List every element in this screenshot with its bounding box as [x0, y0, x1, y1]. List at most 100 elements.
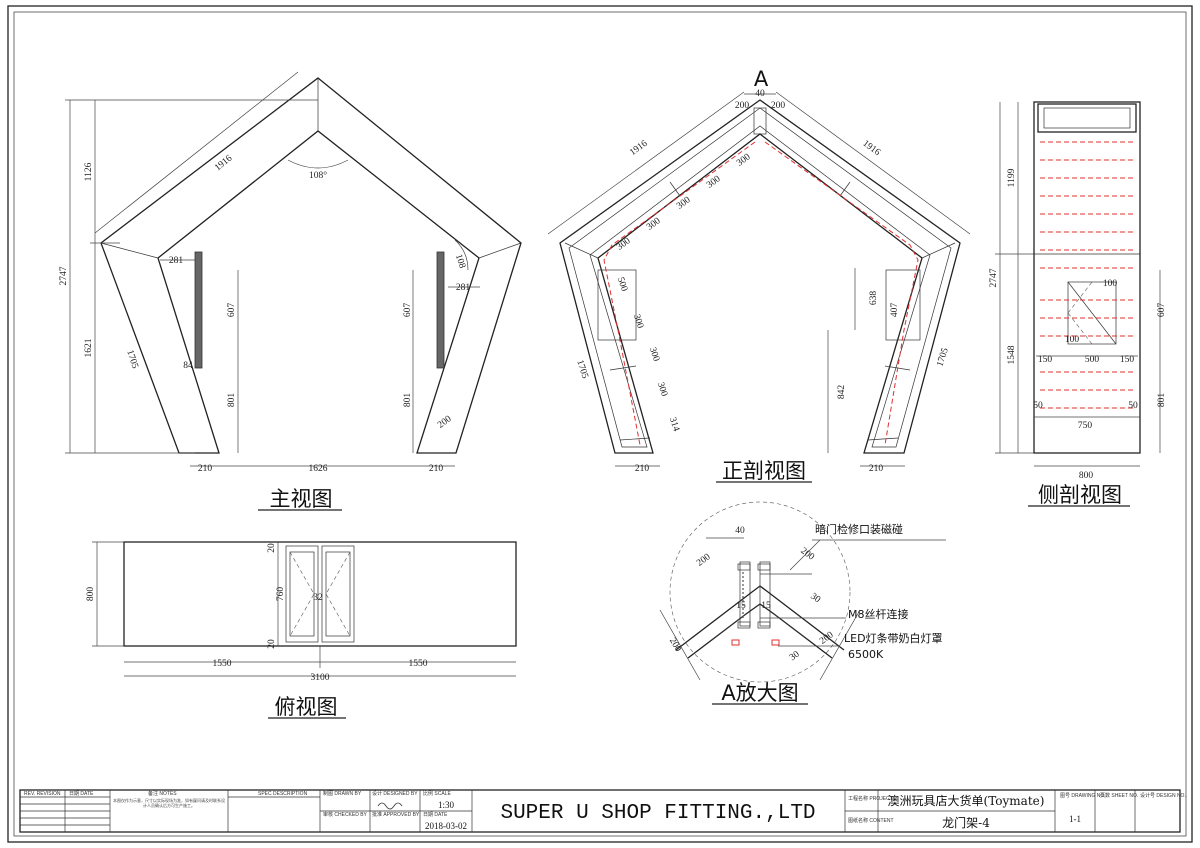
dim-sec-arm-left: 1916 [628, 139, 649, 158]
dim-front-w-rt: 108 [453, 253, 467, 270]
tb-date-label: 日期 DATE [69, 791, 94, 797]
tb-notes-label: 备注 NOTES [148, 790, 177, 797]
dim-detail-200-tl: 200 [695, 552, 713, 569]
dim-front-inner: 1626 [309, 464, 328, 474]
dim-front-w-cut: 200 [436, 414, 454, 431]
dim-top-half-right: 1550 [409, 659, 428, 669]
dim-side-h801: 801 [1157, 393, 1167, 408]
dim-side-box-top: 100 [1103, 279, 1118, 289]
dim-front-w-small: 84 [183, 361, 193, 371]
dim-top-m20-top: 20 [267, 543, 277, 553]
dim-front-lower-h: 1621 [84, 338, 94, 357]
dim-detail-200-bl: 200 [667, 636, 683, 654]
tb-spec-label: SPEC DESCRIPTION [258, 791, 308, 797]
dim-front-bar-h-right: 607 [403, 303, 413, 318]
dim-side-total: 2747 [989, 268, 999, 287]
tb-scale-label: 比例 SCALE [423, 790, 451, 797]
company-name: SUPER U SHOP FITTING.,LTD [500, 802, 815, 825]
detail-a-view: 40 200 200 30 15 15 200 200 30 暗门检修口装磁碰 … [659, 501, 946, 683]
dim-sec-seg-2: 300 [645, 216, 663, 233]
view-title-detail: A放大图 [721, 681, 798, 705]
tb-checked-label: 审核 CHECKED BY [323, 811, 368, 818]
dim-front-bar-h-left: 607 [227, 303, 237, 318]
tb-design-label: 设计号 DESIGN NO. [1140, 792, 1186, 799]
dim-sec-500: 500 [615, 276, 629, 293]
dim-sec-seg-7: 300 [647, 346, 661, 363]
tb-dwg-value: 1-1 [1069, 814, 1081, 824]
dim-top-m20-bot: 20 [267, 639, 277, 649]
dim-side-lower: 1548 [1007, 345, 1017, 364]
view-title-side: 侧剖视图 [1038, 483, 1122, 507]
dim-sec-seg-8: 300 [655, 381, 669, 398]
dim-sec-slant-right: 1705 [935, 347, 950, 368]
dim-top-m32: 32 [313, 593, 323, 603]
dim-front-base-h-right: 801 [403, 393, 413, 408]
tb-content-value: 龙门架-4 [942, 815, 990, 830]
dim-detail-15-r: 15 [761, 601, 771, 611]
dim-front-bar-off-left: 281 [169, 256, 184, 266]
note-led: LED灯条带奶白灯罩 [844, 631, 943, 645]
dim-detail-200-tr: 200 [798, 546, 816, 563]
dim-top-total: 3100 [311, 673, 330, 683]
dim-sec-slant-left: 1705 [574, 359, 589, 380]
view-title-section: 正剖视图 [722, 459, 806, 483]
dim-detail-15-l: 15 [736, 601, 746, 611]
front-view: 1916 108° 2747 1126 1621 1705 281 281 60… [59, 71, 522, 474]
tb-approved-label: 批准 APPROVED BY [372, 811, 420, 818]
dim-side-upper: 1199 [1007, 168, 1017, 187]
view-title-top: 俯视图 [275, 695, 338, 719]
dim-side-edge-left: 50 [1033, 401, 1043, 411]
dim-side-w750: 750 [1078, 421, 1093, 431]
tb-project-value: 澳洲玩具店大货单(Toymate) [888, 793, 1045, 808]
dim-sec-top-a-right: 200 [771, 101, 786, 111]
dim-side-box-bot: 100 [1065, 335, 1080, 345]
dim-front-upper-h: 1126 [84, 162, 94, 181]
dim-detail-40: 40 [735, 526, 745, 536]
dim-sec-407: 407 [890, 303, 900, 318]
title-block: REV. REVISION 日期 DATE 备注 NOTES 本图仅作为示意，尺… [19, 789, 1186, 833]
tb-scale-value: 1:30 [438, 800, 455, 810]
tb-project-label: 工程名称 PROJECT [848, 795, 893, 802]
dim-front-arm: 1916 [213, 153, 234, 173]
designer-signature [377, 802, 403, 810]
note-6500k: 6500K [848, 648, 884, 661]
dim-sec-638: 638 [869, 291, 879, 306]
dim-top-half-left: 1550 [213, 659, 232, 669]
dim-front-foot-left: 210 [198, 464, 213, 474]
tb-date-value: 2018-03-02 [425, 821, 467, 831]
dim-sec-top-a-left: 200 [735, 101, 750, 111]
section-mark: A [754, 67, 769, 91]
dim-side-gap-right: 150 [1120, 355, 1135, 365]
tb-notes-text: 本图仅作为示意，尺寸以实际现场为准，如有疑问请及时联系设计人员确认后方可生产施工… [113, 798, 225, 808]
dim-side-w800: 800 [1079, 471, 1094, 481]
dim-side-edge-right: 50 [1128, 401, 1138, 411]
note-magnet: 暗门检修口装磁碰 [815, 522, 903, 536]
dim-detail-30-b: 30 [788, 649, 802, 663]
dim-sec-seg-1: 300 [615, 236, 633, 253]
dim-top-h: 800 [86, 587, 96, 602]
tb-drawn-label: 制图 DRAWN BY [323, 790, 362, 797]
top-view: 800 20 760 32 20 1550 1550 3100 [86, 541, 517, 683]
tb-date2-label: 日期 DATE [423, 812, 448, 818]
dim-sec-842: 842 [837, 385, 847, 400]
tb-dwg-label: 图号 DRAWING NO. [1060, 793, 1106, 799]
section-view: A 200 40 200 1916 1916 300 300 300 300 3… [547, 67, 971, 474]
side-view: 2747 1199 1548 100 100 150 500 150 607 8… [989, 101, 1167, 481]
tb-rev-label: REV. REVISION [24, 791, 61, 797]
tb-sheet-label: 页数 SHEET NO. [1100, 792, 1138, 799]
dim-top-m760: 760 [276, 587, 286, 602]
dim-front-total-h: 2747 [59, 266, 69, 285]
dim-sec-seg-5: 300 [735, 152, 753, 169]
dim-front-bar-off-right: 281 [456, 283, 471, 293]
view-title-front: 主视图 [270, 487, 333, 511]
dim-detail-30-r: 30 [808, 592, 822, 606]
dim-side-w500: 500 [1085, 355, 1100, 365]
dim-front-base-h-left: 801 [227, 393, 237, 408]
dim-sec-foot-right: 210 [869, 464, 884, 474]
dim-sec-314: 314 [667, 416, 681, 433]
dim-front-angle: 108° [309, 170, 327, 181]
tb-content-label: 图纸名称 CONTENT [848, 817, 894, 824]
dim-side-gap-left: 150 [1038, 355, 1053, 365]
dim-side-h607: 607 [1157, 303, 1167, 318]
